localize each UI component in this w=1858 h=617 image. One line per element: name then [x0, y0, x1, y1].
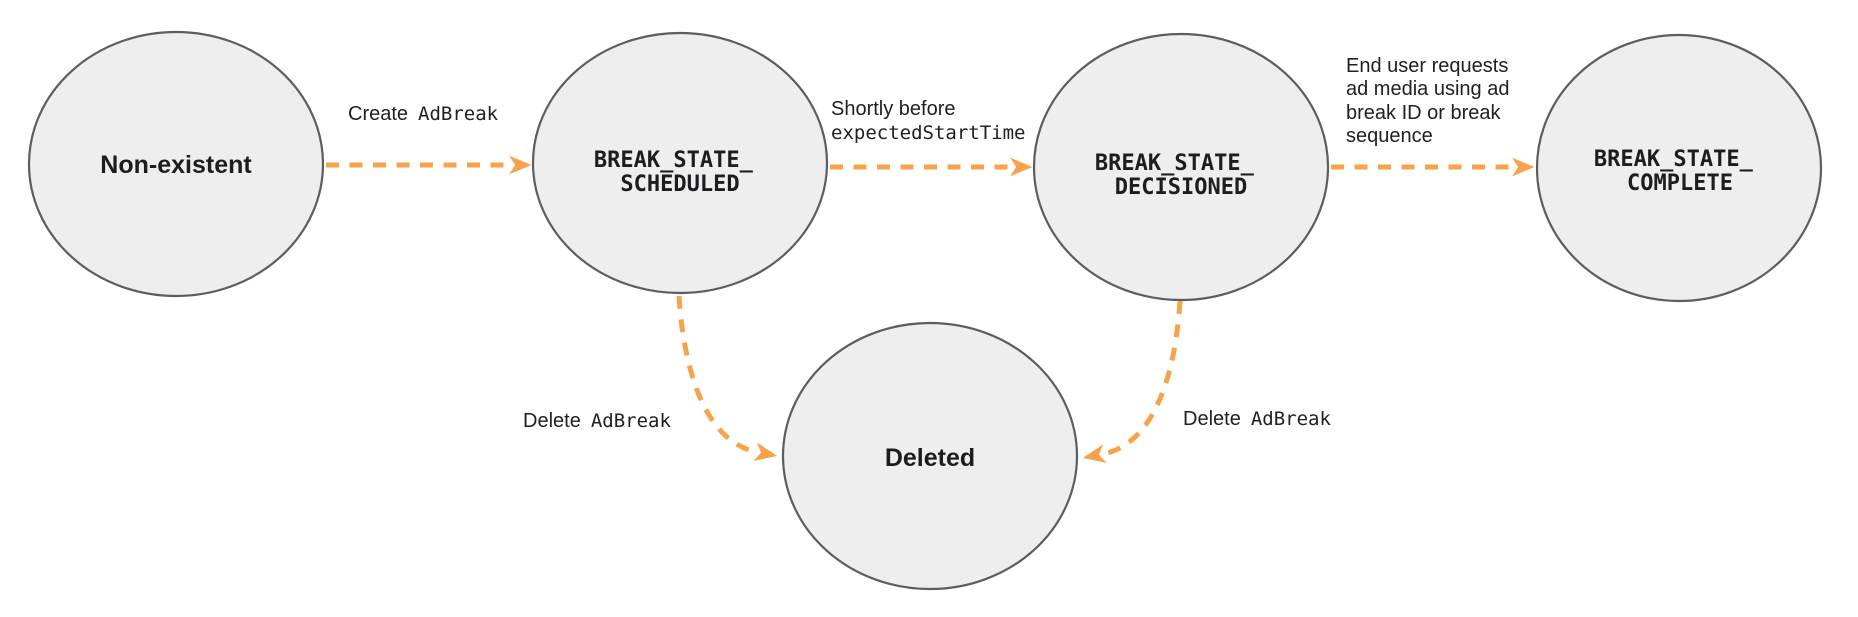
- edge-label-text: Delete: [1183, 408, 1241, 430]
- state-label-line: COMPLETE: [1627, 171, 1733, 196]
- state-label-break-state-scheduled: BREAK_STATE_ SCHEDULED: [594, 148, 766, 197]
- edge-label-text: Create: [348, 103, 408, 125]
- state-label-deleted: Deleted: [885, 444, 975, 472]
- edge-label-code: expectedStartTime: [831, 122, 1025, 144]
- state-label-line: SCHEDULED: [620, 172, 739, 197]
- edge-label-code: AdBreak: [1251, 408, 1332, 430]
- state-label-line: BREAK_STATE_: [1594, 147, 1754, 172]
- state-node-break-state-complete: [1535, 33, 1823, 303]
- state-node-non-existent: [27, 30, 325, 298]
- edge-delete-adbreak-right-arrow: [1082, 300, 1183, 463]
- edge-label-line: sequence: [1346, 125, 1433, 147]
- edge-label-delete-adbreak-right: Delete AdBreak: [1183, 408, 1331, 430]
- state-node-deleted: [781, 321, 1079, 591]
- state-node-break-state-scheduled: [531, 31, 829, 295]
- state-label-line: DECISIONED: [1115, 175, 1247, 200]
- state-node-break-state-decisioned: [1032, 32, 1330, 302]
- edge-label-line: break ID or break: [1346, 102, 1502, 124]
- edge-label-shortly-before: Shortly before expectedStartTime: [831, 98, 1025, 144]
- edge-label-create-adbreak: Create AdBreak: [348, 103, 499, 125]
- state-label-non-existent: Non-existent: [100, 151, 252, 179]
- edge-label-line: End user requests: [1346, 55, 1508, 77]
- state-label-line: BREAK_STATE_: [1095, 151, 1255, 176]
- edge-label-code: AdBreak: [591, 410, 672, 432]
- state-label-break-state-complete: BREAK_STATE_ COMPLETE: [1594, 147, 1766, 196]
- edge-label-end-user-requests: End user requests ad media using ad brea…: [1346, 55, 1515, 147]
- edge-label-line: ad media using ad: [1346, 78, 1509, 100]
- edge-label-code: AdBreak: [418, 103, 499, 125]
- state-label-line: BREAK_STATE_: [594, 148, 754, 173]
- state-label-break-state-decisioned: BREAK_STATE_ DECISIONED: [1095, 151, 1267, 200]
- edge-delete-adbreak-left-arrow: [676, 295, 778, 461]
- edge-label-text: Shortly before: [831, 98, 956, 120]
- edge-label-text: Delete: [523, 410, 581, 432]
- edge-label-delete-adbreak-left: Delete AdBreak: [523, 410, 671, 432]
